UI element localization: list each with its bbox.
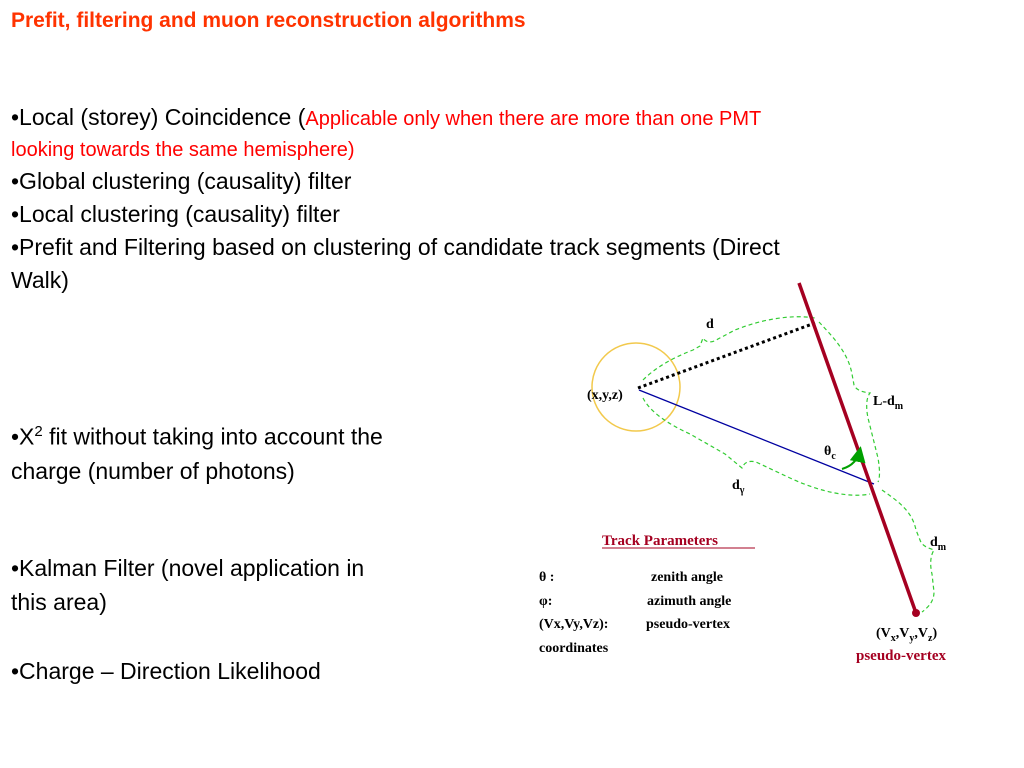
l-dm-brace: [818, 321, 881, 483]
param-vertex-symbol: (Vx,Vy,Vz):: [539, 617, 608, 632]
bullet-local-clustering: •Local clustering (causality) filter: [11, 201, 340, 227]
bullet-charge-direction-text: •Charge – Direction Likelihood: [11, 658, 321, 684]
applicability-note-line1: Applicable only when there are more than…: [305, 108, 762, 130]
bullet-kalman: •Kalman Filter (novel application in thi…: [11, 551, 491, 619]
bullet-chi2-line2: charge (number of photons): [11, 457, 295, 484]
chi2-prefix: •X: [11, 423, 35, 450]
theta-c-label: θc: [824, 444, 836, 462]
xyz-label: (x,y,z): [587, 388, 623, 403]
l-dm-sub: m: [895, 401, 904, 412]
bullet-prefit-line2: Walk): [11, 267, 69, 293]
dm-sub: m: [938, 542, 947, 553]
pv-open: (V: [876, 626, 891, 641]
theta-c-arrow: [841, 446, 866, 470]
photon-path-line: [638, 389, 875, 485]
track-parameters-title: Track Parameters: [602, 533, 718, 549]
d-gamma-brace: [642, 397, 871, 496]
bullet-prefit-line1: •Prefit and Filtering based on clusterin…: [11, 234, 780, 260]
closest-approach-line: [637, 321, 816, 390]
pv-comma2: ,V: [914, 626, 928, 641]
pseudo-vertex-point: [912, 609, 920, 617]
pv-close: ): [932, 626, 937, 641]
d-gamma-label: dγ: [732, 478, 745, 496]
param-phi-symbol: φ:: [539, 594, 552, 609]
bullet-local-coincidence: •Local (storey) Coincidence (Applicable …: [11, 101, 1011, 136]
bullet-list-top: •Local (storey) Coincidence (Applicable …: [11, 101, 1011, 297]
applicability-note-line2: looking towards the same hemisphere): [11, 139, 355, 161]
param-vertex-extra: coordinates: [539, 641, 609, 656]
pseudo-vertex-label: pseudo-vertex: [856, 648, 946, 664]
chi2-line1-rest: fit without taking into account the: [42, 423, 383, 450]
pv-z: z: [928, 633, 933, 644]
bullet-kalman-line2: this area): [11, 589, 107, 615]
dm-label: dm: [930, 535, 947, 553]
bullet-kalman-line1: •Kalman Filter (novel application in: [11, 555, 365, 581]
pv-x: x: [891, 633, 896, 644]
d-label: d: [706, 317, 714, 332]
chi2-superscript: 2: [34, 423, 43, 440]
bullet-global-clustering: •Global clustering (causality) filter: [11, 168, 352, 194]
param-theta-desc: zenith angle: [651, 570, 723, 585]
pv-comma1: ,V: [896, 626, 910, 641]
param-vertex-desc: pseudo-vertex: [646, 617, 730, 632]
dm-main: d: [930, 535, 938, 550]
d-brace: [642, 316, 816, 381]
param-theta-symbol: θ :: [539, 570, 554, 585]
l-dm-label: L-dm: [873, 394, 904, 412]
theta-c-main: θ: [824, 444, 831, 459]
muon-track-line: [797, 282, 918, 614]
bullet-chi2-line1: •X2 fit without taking into account the: [11, 415, 491, 454]
bullet-chi2-fit: •X2 fit without taking into account the …: [11, 415, 491, 488]
bullet-charge-direction: •Charge – Direction Likelihood: [11, 654, 491, 688]
param-phi-desc: azimuth angle: [647, 594, 731, 609]
l-dm-main: L-d: [873, 394, 895, 409]
d-gamma-main: d: [732, 478, 740, 493]
slide-title: Prefit, filtering and muon reconstructio…: [11, 9, 526, 32]
optical-module-circle: [591, 342, 681, 432]
theta-c-sub: c: [831, 451, 836, 462]
pv-y: y: [909, 633, 914, 644]
pseudo-vertex-coords: (Vx,Vy,Vz): [876, 626, 937, 644]
d-gamma-sub: γ: [739, 485, 745, 496]
bullet-local-coincidence-text: •Local (storey) Coincidence (: [11, 104, 306, 130]
